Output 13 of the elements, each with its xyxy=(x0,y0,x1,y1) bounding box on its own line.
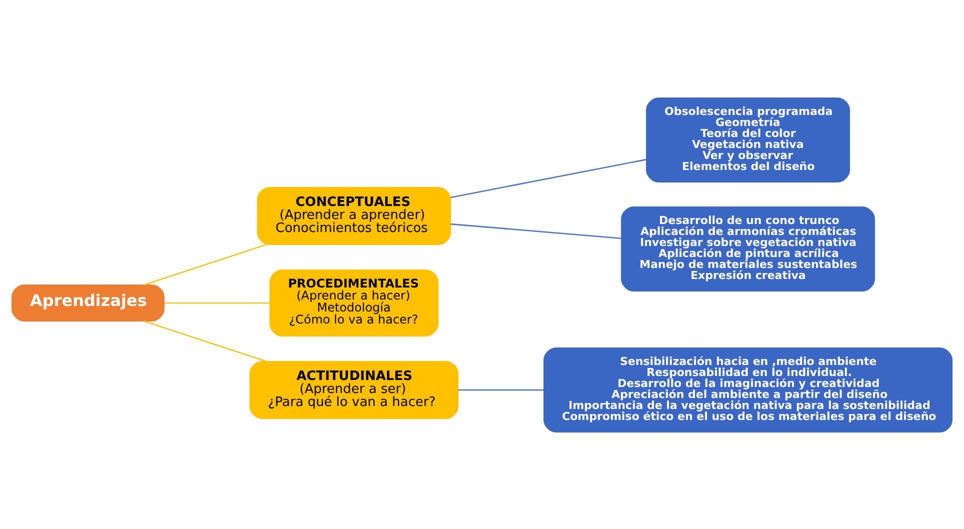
node-box: PROCEDIMENTALES (Aprender a hacer) Metodología ¿Cómo lo va a hacer? xyxy=(270,269,438,336)
node-box: Desarrollo de un cono trunco Aplicación de armonías cromáticas Investigar sobre vegetación nativa Aplicación de pintura acrílica Manejo de materiales sustentables Expresión creativa xyxy=(621,206,875,291)
node-box: CONCEPTUALES (Aprender a aprender) Conocimientos teóricos xyxy=(257,186,451,244)
connector xyxy=(164,302,270,304)
node-box: ACTITUDINALES (Aprender a ser) ¿Para qué lo van a hacer? xyxy=(250,360,458,418)
node-box: Aprendizajes xyxy=(12,284,164,321)
node-box: Obsolescencia programada Geometría Teoría del color Vegetación nativa Ver y observar Elementos del diseño xyxy=(646,97,850,182)
connector xyxy=(458,388,544,390)
connector xyxy=(144,320,267,362)
connector xyxy=(450,222,622,239)
connector xyxy=(144,243,267,286)
node-box: Sensibilización hacia en ,medio ambiente Responsabilidad en lo individual. Desarrollo de la imaginación y creatividad Apreciación del ambiente a partir del diseño Importancia de la vegetación nativa para la sostenibilidad Compromiso ético en el uso de los materiales para el diseño xyxy=(544,347,952,432)
connector xyxy=(450,158,646,198)
